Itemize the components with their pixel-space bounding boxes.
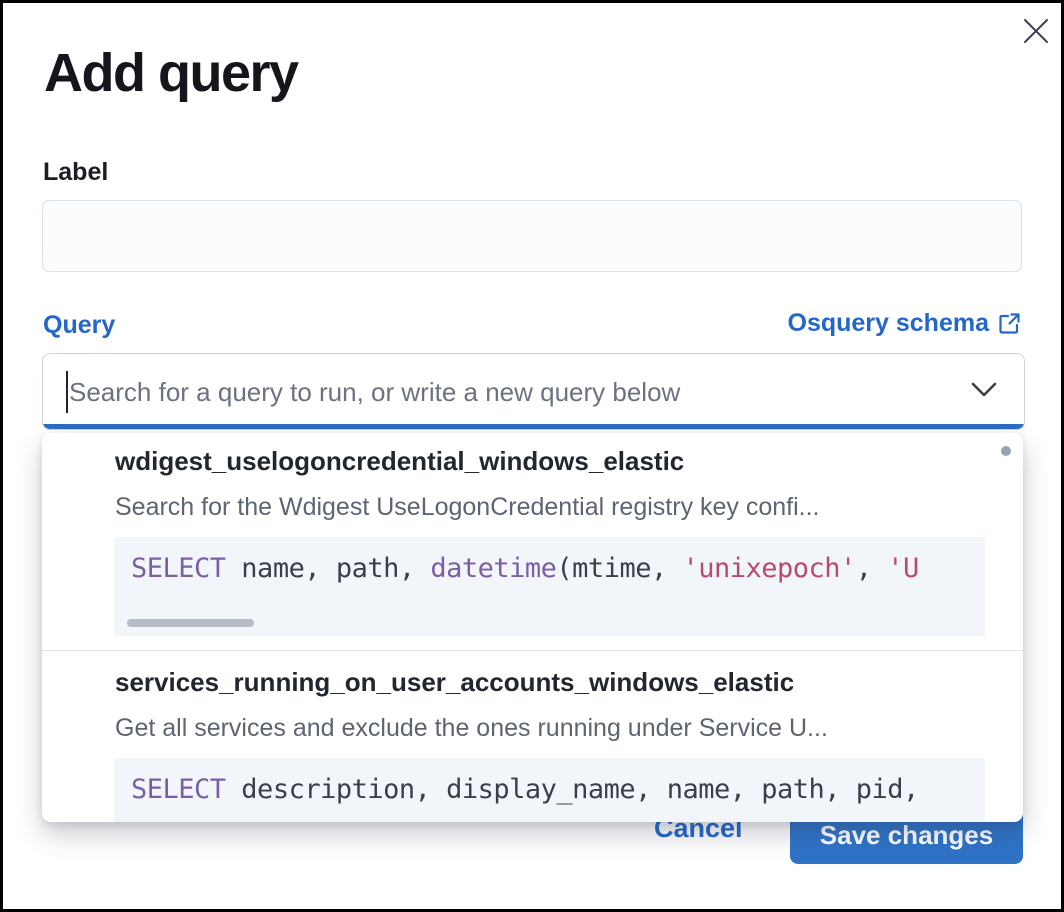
label-input[interactable]: [42, 200, 1022, 272]
query-option-description: Get all services and exclude the ones ru…: [115, 714, 828, 742]
external-link-icon: [999, 313, 1020, 334]
close-icon: [1024, 19, 1048, 43]
focus-underline: [43, 424, 1024, 429]
sql-code-line: SELECT name, path, datetime(mtime, 'unix…: [131, 553, 919, 584]
query-option-name: services_running_on_user_accounts_window…: [115, 667, 795, 697]
horizontal-scrollbar-thumb[interactable]: [127, 619, 254, 627]
query-option-description: Search for the Wdigest UseLogonCredentia…: [115, 493, 820, 521]
query-field-label: Query: [43, 311, 116, 339]
query-option[interactable]: services_running_on_user_accounts_window…: [42, 651, 1023, 822]
modal-title: Add query: [44, 43, 299, 103]
query-option-name: wdigest_uselogoncredential_windows_elast…: [115, 446, 685, 476]
query-option[interactable]: wdigest_uselogoncredential_windows_elast…: [42, 433, 1023, 650]
osquery-schema-link[interactable]: Osquery schema: [788, 309, 1023, 338]
query-search-combobox[interactable]: [42, 353, 1025, 430]
sql-code-snippet: SELECT name, path, datetime(mtime, 'unix…: [114, 537, 985, 636]
label-field-label: Label: [43, 158, 109, 186]
option-divider: [42, 650, 1023, 651]
query-search-input[interactable]: [67, 354, 951, 429]
sql-code-snippet: SELECT description, display_name, name, …: [114, 758, 985, 822]
sql-code-line: SELECT description, display_name, name, …: [131, 774, 919, 805]
osquery-schema-link-label: Osquery schema: [787, 309, 990, 337]
close-button[interactable]: [1019, 14, 1053, 48]
query-suggestions-panel: wdigest_uselogoncredential_windows_elast…: [42, 433, 1023, 822]
text-caret: [66, 371, 68, 413]
vertical-scrollbar-thumb[interactable]: [1001, 446, 1011, 456]
chevron-down-icon[interactable]: [970, 381, 998, 399]
